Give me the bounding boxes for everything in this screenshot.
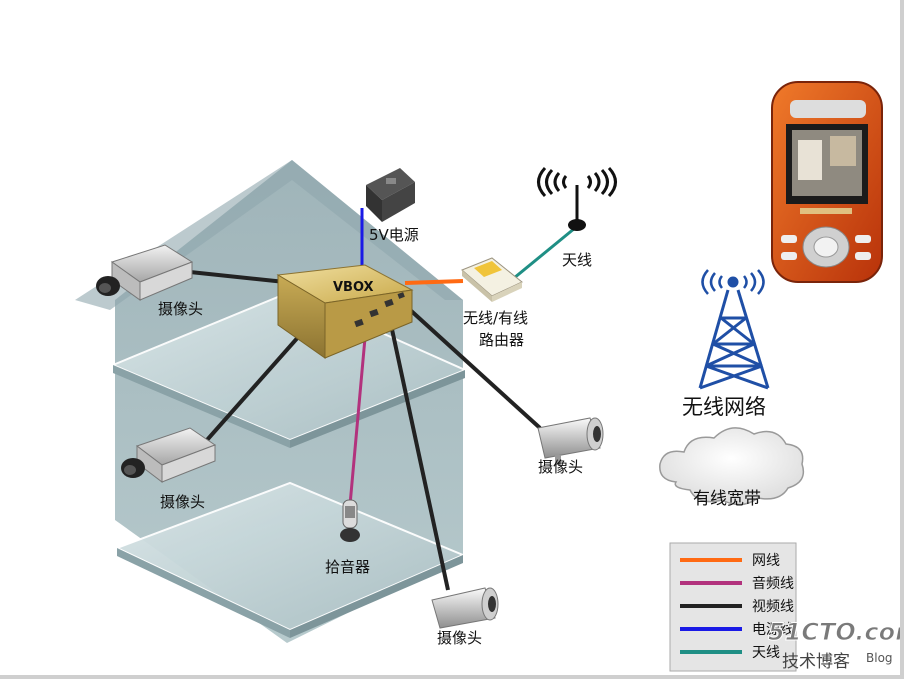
legend-label: 电源线: [752, 622, 794, 638]
network-cable: [404, 279, 464, 285]
microphone: [340, 499, 360, 542]
video-cable-bottom: [388, 319, 450, 591]
antenna: [537, 166, 617, 231]
camera-mid-left: [121, 427, 217, 484]
tower-signal-icon: [701, 269, 765, 295]
floors: [110, 290, 468, 638]
camera-bottom: [431, 587, 499, 629]
antenna-cable: [507, 226, 576, 285]
audio-cable: [348, 337, 367, 506]
legend-label: 视频线: [752, 599, 794, 615]
antenna-label: 天线: [562, 251, 592, 269]
watermark-site: 51CTO.com: [768, 618, 904, 646]
router: [461, 257, 523, 302]
camera-top-left-label: 摄像头: [158, 300, 203, 318]
router-label-line1: 无线/有线: [463, 309, 528, 327]
frame-right-edge: [900, 0, 904, 679]
vbox-label: VBOX: [333, 280, 374, 295]
cell-tower-icon: [698, 269, 770, 390]
vbox-device: [276, 264, 414, 359]
power-label: 5V电源: [369, 226, 419, 244]
wireless-network-label: 无线网络: [682, 395, 766, 419]
legend-label: 天线: [752, 645, 780, 661]
frame-bottom-edge: [0, 675, 904, 679]
video-cable-mid-left: [205, 333, 302, 442]
camera-right: [537, 417, 604, 465]
video-cable-top-left: [189, 270, 286, 284]
broadband-cloud-icon: [659, 427, 805, 506]
watermark-subtitle: 技术博客: [782, 652, 850, 672]
camera-top-left: [96, 244, 194, 301]
camera-bottom-label: 摄像头: [437, 629, 482, 647]
watermark-blog: Blog: [866, 651, 893, 665]
mobile-phone: [771, 81, 883, 283]
legend-label: 音频线: [752, 575, 794, 592]
legend-label: 网线: [752, 553, 780, 569]
power-adapter: [366, 168, 415, 222]
microphone-label: 拾音器: [325, 558, 370, 576]
camera-mid-left-label: 摄像头: [160, 493, 205, 511]
broadband-label: 有线宽带: [693, 489, 761, 509]
watermark: 51CTO.com 技术博客 Blog: [768, 618, 904, 673]
antenna-signal-icon: [537, 166, 617, 198]
router-label-line2: 路由器: [479, 331, 524, 349]
video-cable-right: [406, 306, 542, 430]
camera-right-label: 摄像头: [538, 458, 583, 476]
